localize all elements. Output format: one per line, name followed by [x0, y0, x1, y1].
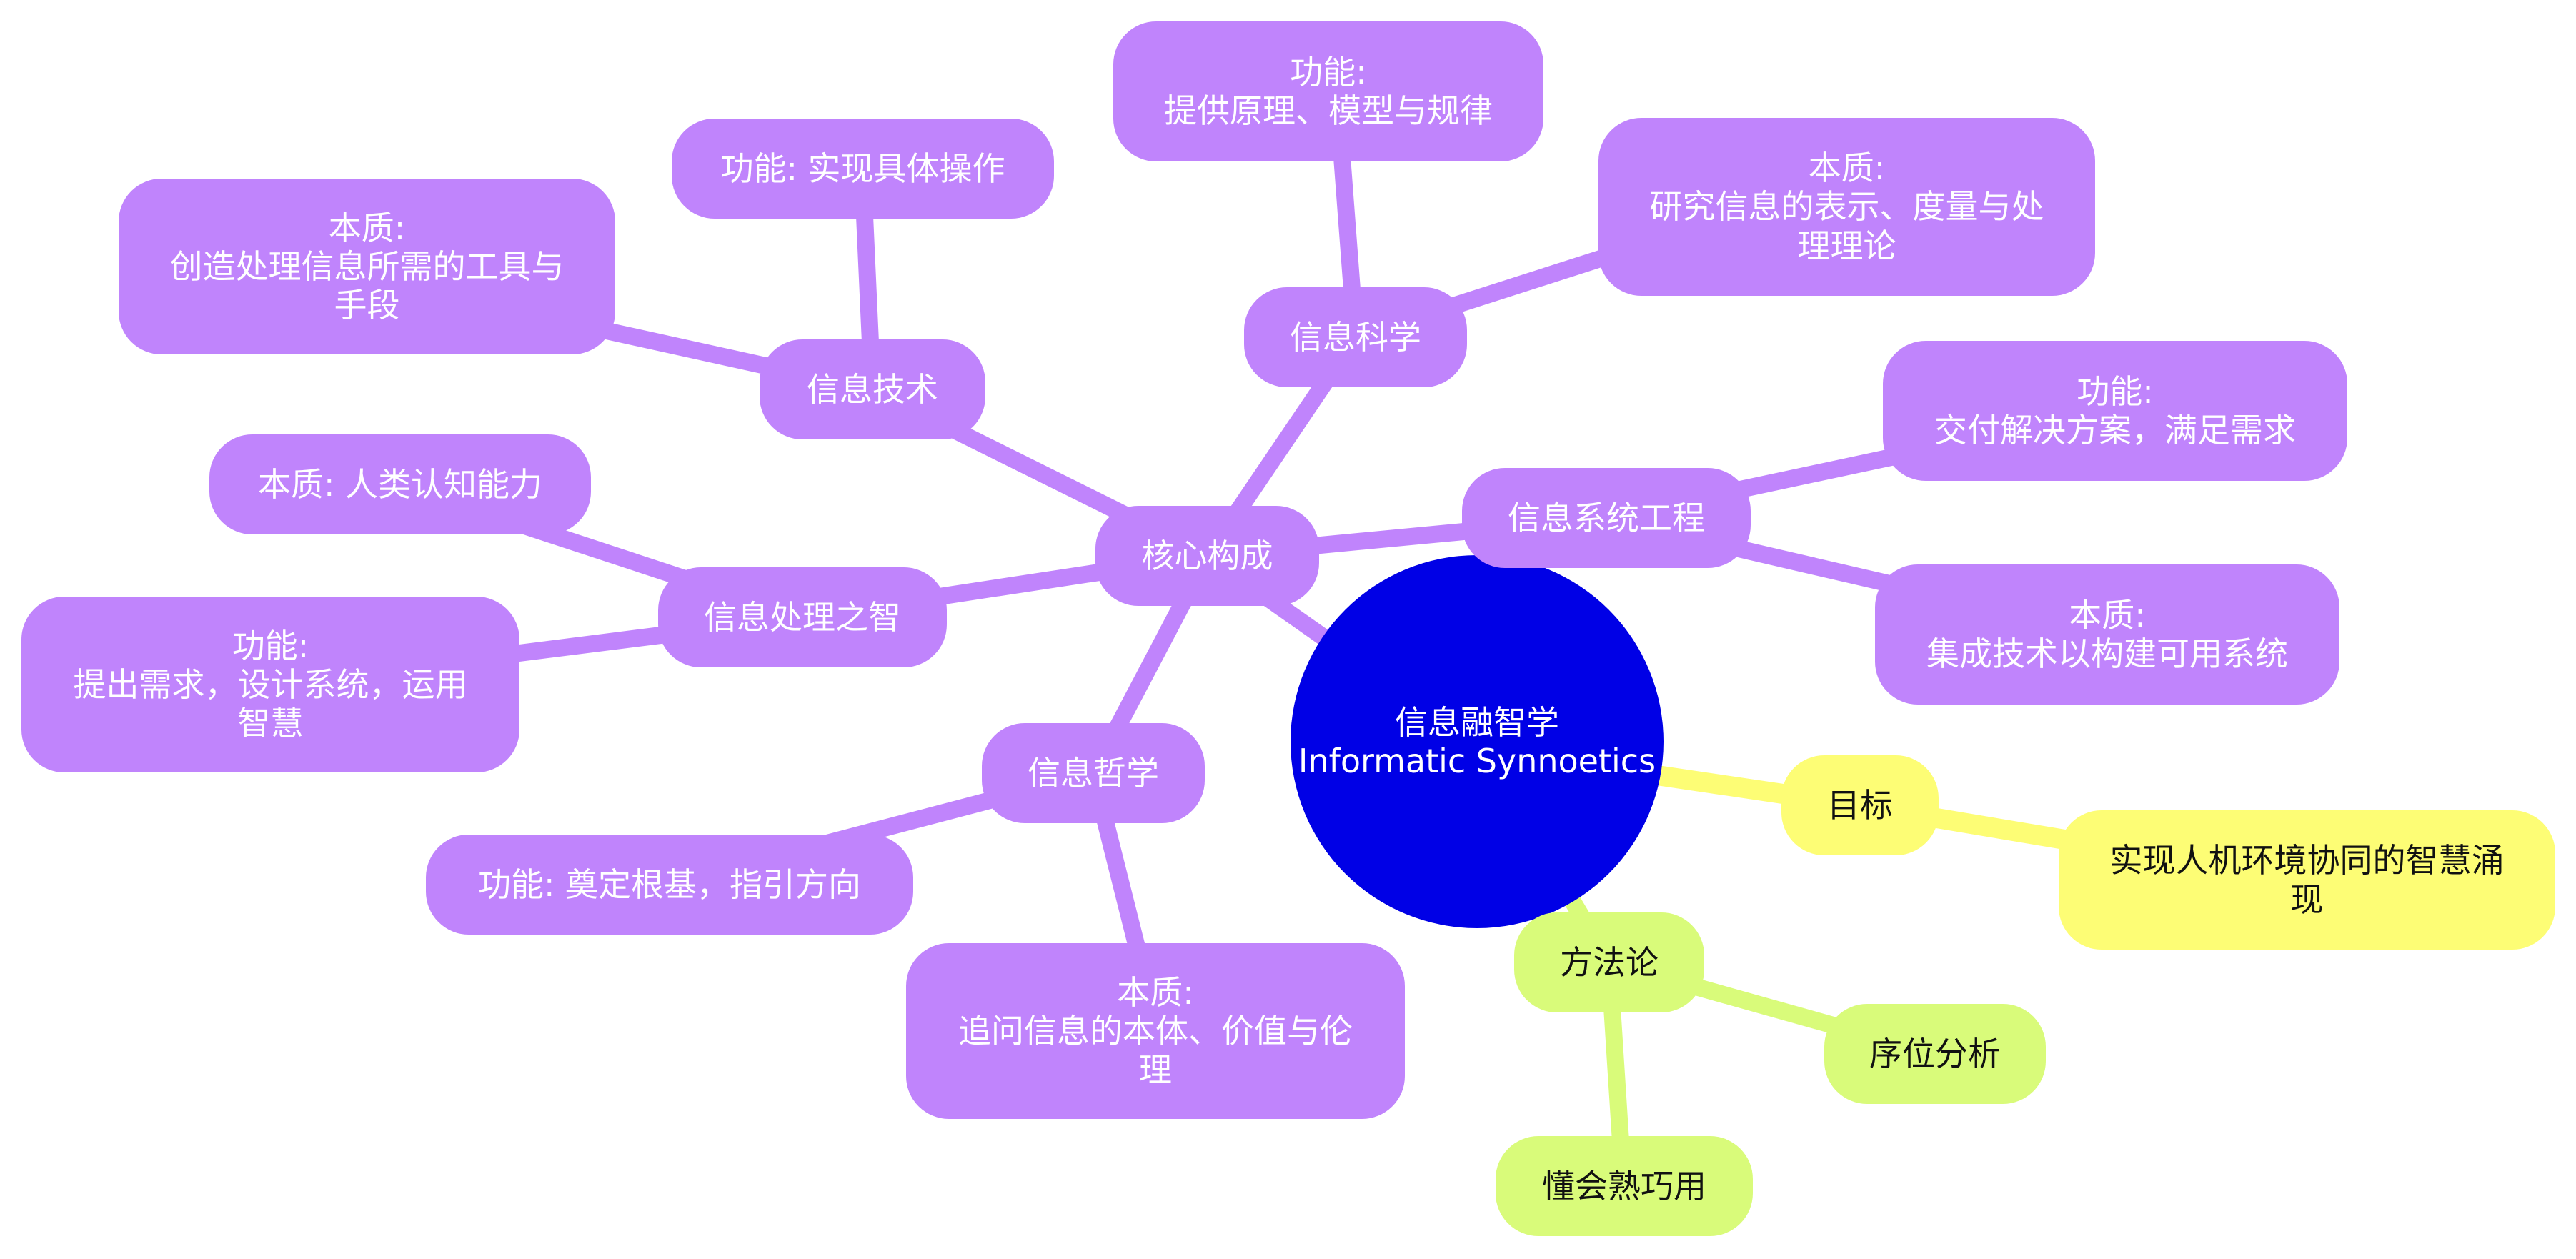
goal-child-node[interactable]: 实现人机环境协同的智慧涌 现 — [2059, 810, 2555, 950]
info-wisdom-function-node[interactable]: 功能: 提出需求，设计系统，运用 智慧 — [21, 597, 519, 772]
methodology-order-node[interactable]: 序位分析 — [1824, 1004, 2046, 1104]
info-systems-essence-line2: 集成技术以构建可用系统 — [1926, 635, 2288, 673]
info-wisdom-essence-line1: 本质: 人类认知能力 — [257, 464, 543, 504]
info-systems-function-node[interactable]: 功能: 交付解决方案，满足需求 — [1883, 341, 2347, 481]
info-philosophy-node[interactable]: 信息哲学 — [982, 723, 1205, 823]
info-philosophy-function-node[interactable]: 功能: 奠定根基，指引方向 — [426, 835, 913, 935]
goal-label: 目标 — [1827, 785, 1893, 825]
info-systems-node[interactable]: 信息系统工程 — [1462, 468, 1751, 568]
info-systems-label: 信息系统工程 — [1508, 498, 1705, 537]
info-tech-essence-line3: 手段 — [334, 286, 400, 325]
info-science-essence-node[interactable]: 本质: 研究信息的表示、度量与处 理理论 — [1598, 118, 2095, 296]
methodology-label: 方法论 — [1560, 942, 1659, 982]
info-systems-function-line2: 交付解决方案，满足需求 — [1934, 411, 2296, 449]
info-science-essence-line3: 理理论 — [1797, 226, 1896, 265]
info-philosophy-essence-line1: 本质: — [1117, 972, 1194, 1012]
info-science-node[interactable]: 信息科学 — [1244, 287, 1467, 387]
info-philosophy-function-line1: 功能: 奠定根基，指引方向 — [477, 865, 862, 904]
methodology-skill-node[interactable]: 懂会熟巧用 — [1496, 1136, 1753, 1236]
info-tech-node[interactable]: 信息技术 — [760, 339, 985, 439]
info-science-essence-line1: 本质: — [1808, 149, 1886, 188]
goal-child-line2: 现 — [2290, 880, 2324, 919]
info-systems-function-line1: 功能: — [2077, 372, 2154, 411]
info-tech-label: 信息技术 — [807, 369, 938, 409]
root-title: 信息融智学 — [1395, 702, 1559, 742]
goal-node[interactable]: 目标 — [1781, 755, 1939, 855]
root-node[interactable]: 信息融智学 Informatic Synnoetics — [1291, 555, 1664, 928]
info-tech-function-node[interactable]: 功能: 实现具体操作 — [672, 119, 1054, 219]
info-wisdom-function-line3: 智慧 — [237, 704, 304, 743]
info-tech-essence-node[interactable]: 本质: 创造处理信息所需的工具与 手段 — [119, 179, 615, 354]
info-philosophy-essence-node[interactable]: 本质: 追问信息的本体、价值与伦 理 — [906, 943, 1405, 1119]
info-science-function-line2: 提供原理、模型与规律 — [1164, 91, 1493, 130]
root-subtitle: Informatic Synnoetics — [1298, 742, 1656, 780]
core-label: 核心构成 — [1141, 536, 1273, 575]
core-node[interactable]: 核心构成 — [1095, 506, 1319, 606]
info-systems-essence-node[interactable]: 本质: 集成技术以构建可用系统 — [1875, 564, 2339, 705]
info-wisdom-label: 信息处理之智 — [704, 597, 901, 637]
info-wisdom-node[interactable]: 信息处理之智 — [658, 567, 947, 667]
methodology-node[interactable]: 方法论 — [1514, 912, 1704, 1012]
info-systems-essence-line1: 本质: — [2069, 595, 2146, 635]
methodology-skill-label: 懂会熟巧用 — [1542, 1166, 1706, 1205]
info-science-essence-line2: 研究信息的表示、度量与处 — [1649, 187, 2044, 227]
info-wisdom-function-line1: 功能: — [232, 626, 309, 665]
info-tech-essence-line1: 本质: — [328, 208, 406, 247]
info-science-label: 信息科学 — [1290, 317, 1421, 357]
info-philosophy-essence-line2: 追问信息的本体、价值与伦 — [958, 1011, 1353, 1050]
goal-child-line1: 实现人机环境协同的智慧涌 — [2109, 841, 2505, 880]
info-philosophy-essence-line3: 理 — [1139, 1050, 1172, 1090]
info-philosophy-label: 信息哲学 — [1028, 753, 1159, 792]
info-science-function-line1: 功能: — [1290, 52, 1367, 91]
info-wisdom-function-line2: 提出需求，设计系统，运用 — [73, 665, 468, 704]
info-science-function-node[interactable]: 功能: 提供原理、模型与规律 — [1113, 21, 1543, 161]
info-wisdom-essence-node[interactable]: 本质: 人类认知能力 — [209, 434, 591, 534]
info-tech-essence-line2: 创造处理信息所需的工具与 — [169, 247, 565, 286]
methodology-order-label: 序位分析 — [1869, 1034, 2001, 1073]
info-tech-function-line1: 功能: 实现具体操作 — [720, 149, 1005, 188]
